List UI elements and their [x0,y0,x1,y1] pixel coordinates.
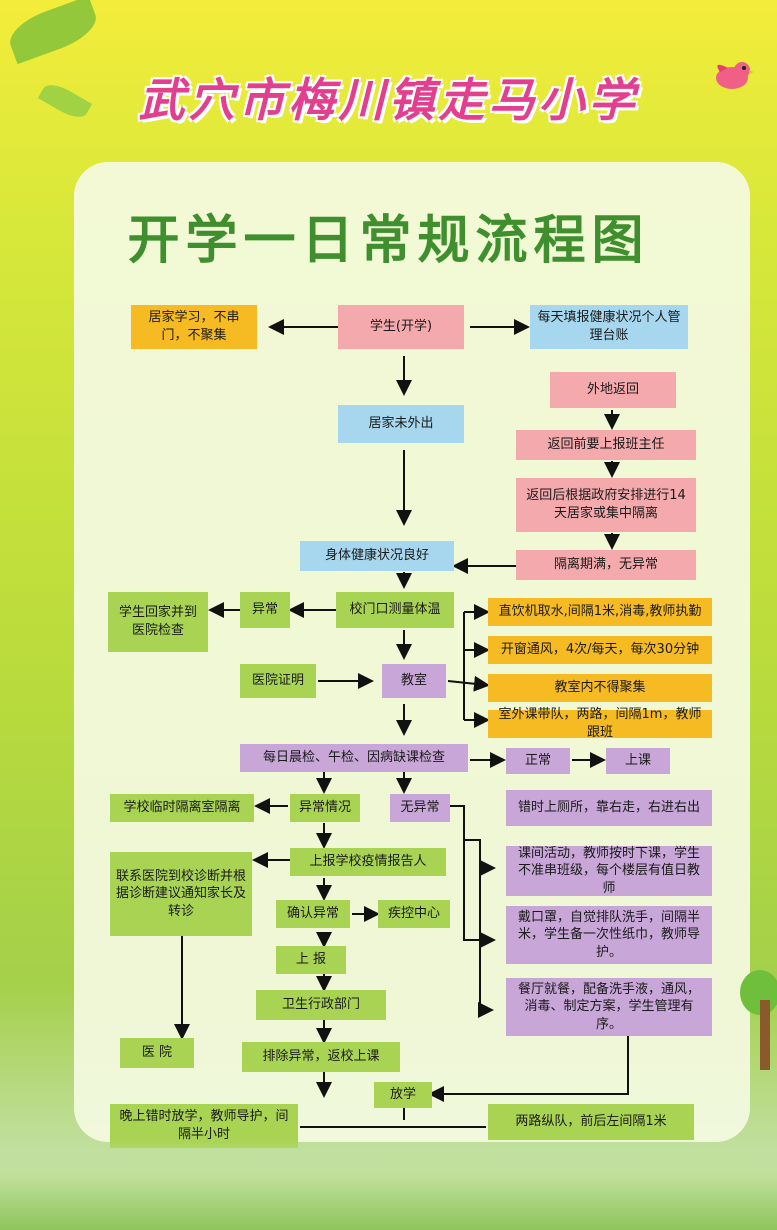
health-dept-node: 卫生行政部门 [256,990,386,1020]
return-school-node: 排除异常，返校上课 [242,1042,400,1072]
student-start-node: 学生(开学) [338,305,464,349]
report-up-node: 上 报 [276,946,346,974]
water-rule-node: 直饮机取水,间隔1米,消毒,教师执勤 [488,598,712,626]
dismissal-node: 放学 [374,1082,432,1108]
contact-hospital-node: 联系医院到校诊断并根据诊断建议通知家长及转诊 [110,852,252,936]
grass-decoration [0,1140,777,1230]
hospital-node: 医 院 [120,1038,194,1068]
quarantine-end-node: 隔离期满，无异常 [516,550,696,580]
outdoor-class-node: 室外课带队，两路，间隔1m，教师跟班 [488,707,712,740]
confirm-abnormal-node: 确认异常 [276,900,350,928]
no-abnormal-node: 无异常 [390,794,450,822]
report-to-teacher-node: 返回前要上报班主任 [516,430,696,460]
bird-icon [716,62,754,89]
quarantine-node: 返回后根据政府安排进行14天居家或集中隔离 [516,478,696,532]
no-gathering-node: 教室内不得聚集 [488,674,712,702]
abnormal-case-node: 异常情况 [290,794,360,822]
report-epidemic-node: 上报学校疫情报告人 [290,848,446,876]
restroom-rule-node: 错时上厕所，靠右走，右进右出 [506,790,712,826]
school-title: 武穴市梅川镇走马小学 [138,73,639,127]
go-home-hospital-node: 学生回家并到医院检查 [108,592,208,652]
daily-health-report-node: 每天填报健康状况个人管理台账 [530,305,688,349]
cdc-node: 疾控中心 [378,900,450,928]
attend-class-node: 上课 [606,748,670,774]
hospital-certificate-node: 医院证明 [240,664,316,698]
ventilation-rule-node: 开窗通风，4次/每天，每次30分钟 [488,636,712,664]
temperature-abnormal-node: 异常 [240,592,290,628]
tree-decoration [740,970,777,1015]
classroom-node: 教室 [382,664,446,698]
canteen-rule-node: 餐厅就餐，配备洗手液，通风，消毒、制定方案，学生管理有序。 [506,978,712,1036]
returned-from-outside-node: 外地返回 [550,372,676,408]
good-health-node: 身体健康状况良好 [300,541,454,571]
tree-trunk-decoration [760,1000,770,1070]
stayed-home-node: 居家未外出 [338,405,464,443]
daily-check-node: 每日晨检、午检、因病缺课检查 [240,744,468,772]
recess-rule-node: 课间活动，教师按时下课，学生不准串班级，每个楼层有值日教师 [506,846,712,896]
normal-node: 正常 [506,748,570,774]
gate-temperature-node: 校门口测量体温 [336,592,454,628]
masks-rule-node: 戴口罩，自觉排队洗手，间隔半米，学生备一次性纸巾，教师导护。 [506,906,712,964]
isolation-room-node: 学校临时隔离室隔离 [110,794,254,822]
home-study-node: 居家学习，不串门，不聚集 [131,305,257,349]
chart-title: 开学一日常规流程图 [127,211,650,271]
two-lines-node: 两路纵队，前后左间隔1米 [488,1104,694,1140]
